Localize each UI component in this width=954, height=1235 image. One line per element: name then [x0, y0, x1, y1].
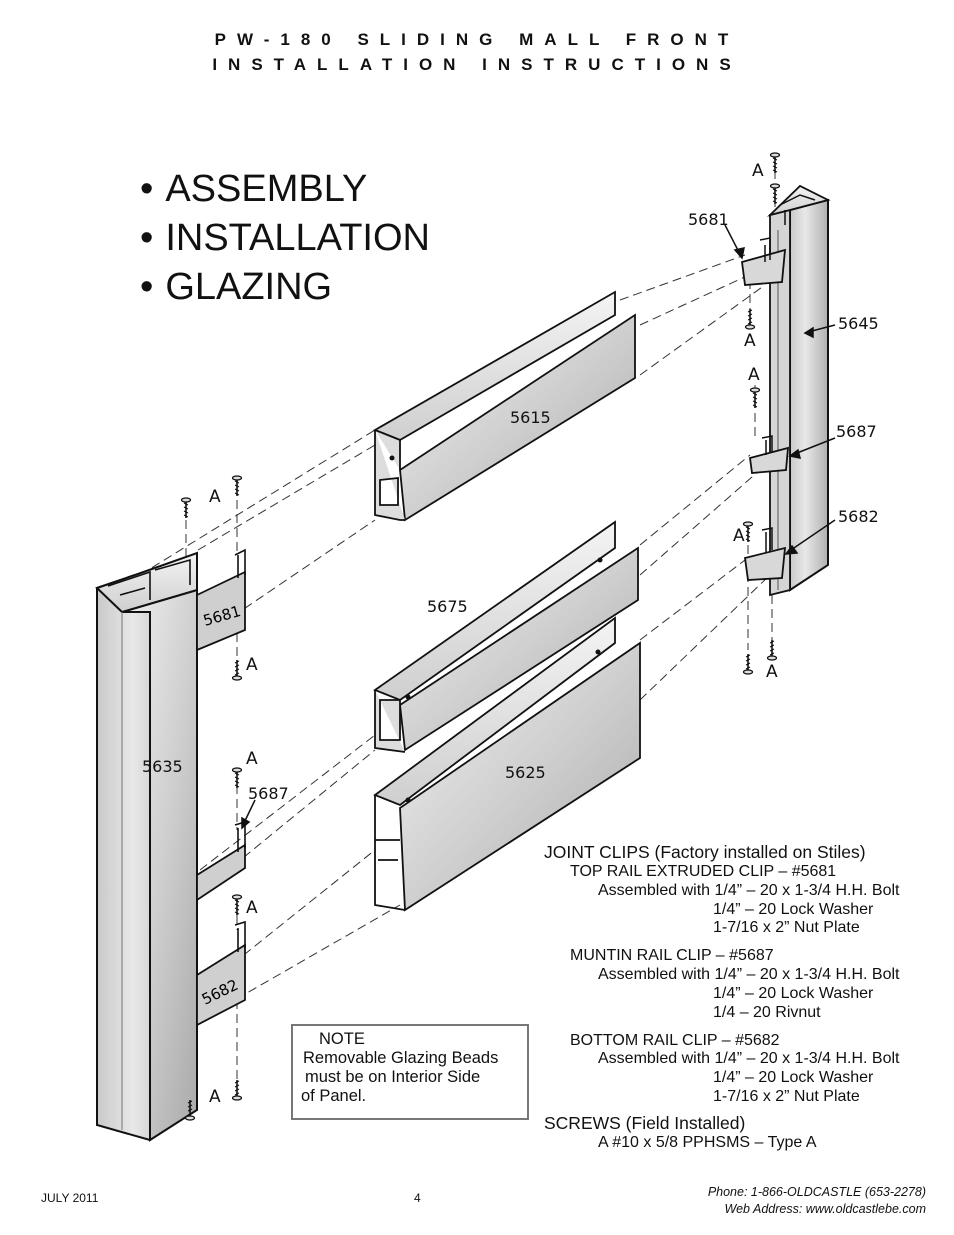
bullet-installation: INSTALLATION — [140, 214, 430, 263]
screw-label-a: A — [246, 898, 258, 918]
screws-heading: SCREWS (Field Installed) — [544, 1113, 746, 1133]
note-line3: of Panel. — [301, 1087, 367, 1105]
muntin-rail-clip-title: MUNTIN RAIL CLIP – #5687 — [570, 947, 774, 964]
label-5675: 5675 — [427, 597, 468, 616]
screw-label-a: A — [744, 331, 756, 351]
right-clip-5687 — [749, 435, 790, 474]
screws-line1: A #10 x 5/8 PPHSMS – Type A — [598, 1134, 817, 1151]
top-rail-clip-line3: 1-7/16 x 2” Nut Plate — [713, 919, 860, 936]
bottom-rail-5625 — [373, 616, 641, 912]
topic-bullets: ASSEMBLY INSTALLATION GLAZING — [140, 165, 430, 312]
screw-label-a: A — [733, 526, 745, 546]
bullet-glazing: GLAZING — [140, 263, 430, 312]
footer-contact: Phone: 1-866-OLDCASTLE (653-2278) Web Ad… — [708, 1184, 926, 1218]
note-box: NOTE Removable Glazing Beads must be on … — [291, 1024, 529, 1120]
note-line2: must be on Interior Side — [305, 1068, 481, 1086]
left-clip-5687 — [196, 820, 246, 902]
label-5687-left: 5687 — [248, 784, 289, 803]
left-stile-5635 — [95, 551, 198, 1142]
left-clip-5682 — [196, 920, 246, 1027]
top-rail-clip-line2: 1/4” – 20 Lock Washer — [713, 901, 874, 918]
footer-date: JULY 2011 — [41, 1191, 99, 1205]
screw-label-a: A — [748, 365, 760, 385]
note-title: NOTE — [319, 1030, 365, 1048]
label-5635: 5635 — [142, 757, 183, 776]
screw-label-a: A — [209, 487, 221, 507]
bullet-assembly: ASSEMBLY — [140, 165, 430, 214]
footer-phone: Phone: 1-866-OLDCASTLE (653-2278) — [707, 1185, 926, 1199]
bottom-rail-clip-title: BOTTOM RAIL CLIP – #5682 — [570, 1032, 780, 1049]
screw-label-a: A — [246, 749, 258, 769]
screw-label-a: A — [752, 161, 764, 181]
label-5681-right: 5681 — [688, 210, 729, 229]
footer-web: Web Address: www.oldcastlebe.com — [724, 1202, 926, 1216]
screw-label-a: A — [766, 662, 778, 682]
label-5687-right: 5687 — [836, 422, 877, 441]
left-clip-5681 — [196, 548, 246, 652]
label-5645: 5645 — [838, 314, 879, 333]
page-subtitle: INSTALLATION INSTRUCTIONS — [212, 55, 742, 74]
label-5625: 5625 — [505, 763, 546, 782]
bottom-rail-clip-line2: 1/4” – 20 Lock Washer — [713, 1069, 874, 1086]
muntin-rail-clip-line1: Assembled with 1/4” – 20 x 1-3/4 H.H. Bo… — [598, 966, 900, 983]
joint-clips-heading: JOINT CLIPS (Factory installed on Stiles… — [544, 842, 866, 862]
screw-label-a: A — [209, 1087, 221, 1107]
page-number: 4 — [414, 1191, 421, 1205]
muntin-rail-clip-line3: 1/4 – 20 Rivnut — [713, 1004, 821, 1021]
top-rail-clip-title: TOP RAIL EXTRUDED CLIP – #5681 — [570, 863, 837, 880]
label-5615: 5615 — [510, 408, 551, 427]
label-5682-right: 5682 — [838, 507, 879, 526]
top-rail-clip-line1: Assembled with 1/4” – 20 x 1-3/4 H.H. Bo… — [598, 882, 900, 899]
screw-label-a: A — [246, 655, 258, 675]
page-title: PW-180 SLIDING MALL FRONT — [214, 30, 740, 49]
right-clip-5681 — [741, 237, 787, 286]
note-line1: Removable Glazing Beads — [303, 1049, 499, 1067]
top-rail-5615 — [372, 290, 636, 522]
bottom-rail-clip-line1: Assembled with 1/4” – 20 x 1-3/4 H.H. Bo… — [598, 1050, 900, 1067]
right-clip-5682 — [743, 527, 787, 581]
bottom-rail-clip-line3: 1-7/16 x 2” Nut Plate — [713, 1088, 860, 1105]
right-stile-5645 — [766, 184, 831, 597]
muntin-rail-clip-line2: 1/4” – 20 Lock Washer — [713, 985, 874, 1002]
muntin-rail-5675 — [373, 520, 639, 753]
arrow-icon — [241, 224, 836, 830]
